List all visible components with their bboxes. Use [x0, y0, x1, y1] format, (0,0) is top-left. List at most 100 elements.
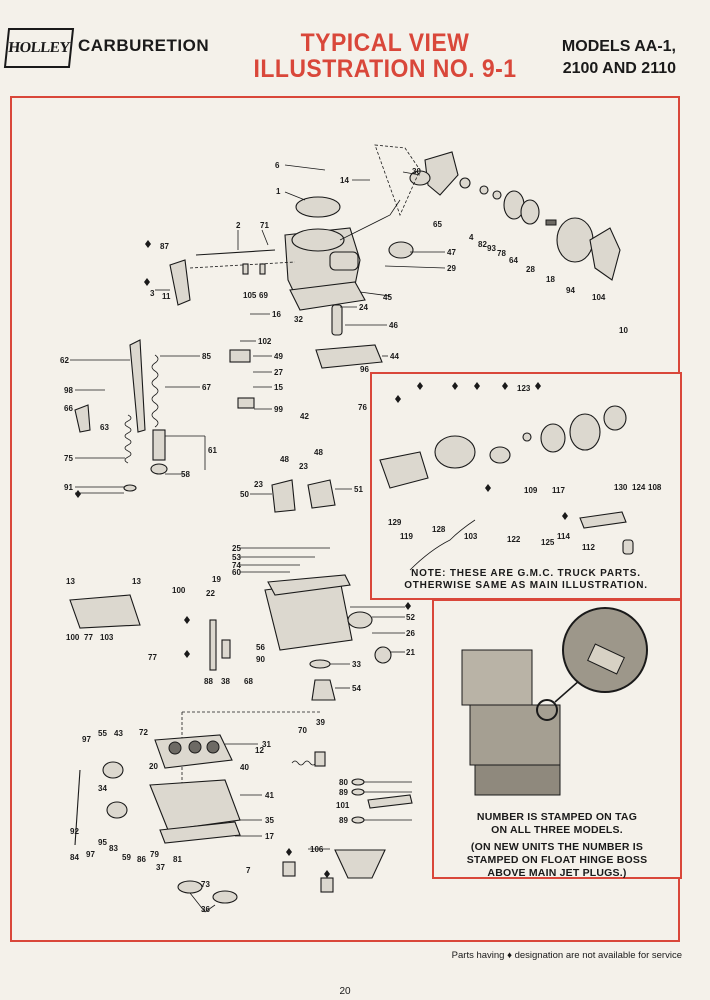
callout-91: 91	[64, 483, 73, 492]
callout-32: 32	[294, 315, 303, 324]
part-105	[242, 263, 249, 275]
title-line-2: ILLUSTRATION NO. 9-1	[253, 55, 517, 83]
part-106b	[320, 877, 334, 893]
body-dashed-guide	[181, 711, 320, 800]
callout-67: 67	[202, 383, 211, 392]
photo-caption: NUMBER IS STAMPED ON TAG ON ALL THREE MO…	[434, 811, 680, 880]
callout-89b: 89	[339, 816, 348, 825]
callout-117: 117	[552, 486, 565, 495]
callout-81: 81	[173, 855, 182, 864]
callout-17: 17	[265, 832, 274, 841]
callout-44: 44	[390, 352, 399, 361]
callout-86: 86	[137, 855, 146, 864]
part-91	[123, 484, 137, 492]
callout-33: 33	[352, 660, 361, 669]
throttle-rod-92	[74, 769, 81, 846]
main-body-group	[69, 574, 392, 800]
callout-6: 6	[275, 161, 280, 170]
choke-gasket-part	[459, 177, 471, 189]
callout-97b: 97	[86, 850, 95, 859]
callout-55: 55	[98, 729, 107, 738]
callout-69: 69	[259, 291, 268, 300]
lever-part-101	[367, 794, 413, 809]
callout-14: 14	[340, 176, 349, 185]
part-21	[374, 646, 392, 664]
callout-7: 7	[246, 866, 251, 875]
callout-50: 50	[240, 490, 249, 499]
choke-cover-part	[556, 217, 594, 263]
callout-94: 94	[566, 286, 575, 295]
callout-10: 10	[619, 326, 628, 335]
callout-128: 128	[432, 525, 446, 534]
gmc-note: NOTE: THESE ARE G.M.C. TRUCK PARTS. OTHE…	[372, 568, 680, 592]
callout-54: 54	[352, 684, 361, 693]
callout-34: 34	[98, 784, 107, 793]
callout-76: 76	[358, 403, 367, 412]
part-99	[237, 397, 255, 409]
photo-carb-base	[474, 764, 561, 796]
air-horn-base-part	[289, 281, 366, 311]
callout-74: 74	[232, 561, 241, 570]
callout-104: 104	[592, 293, 606, 302]
part-89b	[351, 816, 365, 824]
photo-carb-top	[461, 649, 533, 706]
callout-79: 79	[150, 850, 159, 859]
float-part-50	[271, 479, 296, 513]
callout-40: 40	[240, 763, 249, 772]
page-header: HOLLEY CARBURETION TYPICAL VIEW ILLUSTRA…	[0, 0, 710, 95]
callout-100b: 100	[172, 586, 186, 595]
cover-gasket-part	[589, 227, 621, 281]
body-top-part	[267, 574, 351, 596]
callout-4: 4	[469, 233, 474, 242]
section-label: CARBURETION	[78, 36, 210, 55]
gmc-parts-inset: NOTE: THESE ARE G.M.C. TRUCK PARTS. OTHE…	[370, 372, 682, 600]
caption-line-2: ON ALL THREE MODELS.	[491, 824, 623, 836]
gasket-hole-1	[168, 741, 182, 755]
callout-97a: 97	[82, 735, 91, 744]
caption-line-5: ABOVE MAIN JET PLUGS.)	[487, 867, 627, 879]
callout-52: 52	[406, 613, 415, 622]
not-serviceable-markers	[75, 240, 568, 878]
callout-80: 80	[339, 778, 348, 787]
page-title: TYPICAL VIEW ILLUSTRATION NO. 9-1	[242, 30, 527, 82]
gasket-hole-3	[206, 740, 220, 754]
pump-plunger-61	[152, 429, 166, 461]
spring-75	[124, 414, 132, 464]
gmc-part-123	[522, 432, 532, 442]
part-38	[221, 639, 231, 659]
callout-36: 36	[201, 905, 210, 914]
callout-124: 124	[632, 483, 646, 492]
callout-96: 96	[360, 365, 369, 374]
callout-19: 19	[212, 575, 221, 584]
gmc-part-109	[489, 446, 511, 464]
callout-100a: 100	[66, 633, 80, 642]
gmc-bracket-part	[379, 451, 429, 489]
caption-line-4: STAMPED ON FLOAT HINGE BOSS	[466, 854, 648, 866]
caption-line-1: NUMBER IS STAMPED ON TAG	[476, 811, 638, 823]
callout-123: 123	[517, 384, 531, 393]
spring-67	[151, 354, 159, 428]
callout-99: 99	[274, 405, 283, 414]
callout-84: 84	[70, 853, 79, 862]
callout-64: 64	[509, 256, 518, 265]
callout-25: 25	[232, 544, 241, 553]
callout-41: 41	[265, 791, 274, 800]
callout-29: 29	[447, 264, 456, 273]
callout-87: 87	[160, 242, 169, 251]
tag-location-circle	[536, 699, 558, 721]
choke-plate-part	[295, 196, 341, 218]
callout-108: 108	[648, 483, 662, 492]
number-tag	[587, 643, 625, 675]
service-footnote: Parts having ♦ designation are not avail…	[451, 950, 682, 961]
callout-42: 42	[300, 412, 309, 421]
diaphragm-106	[334, 849, 386, 879]
callout-61: 61	[208, 446, 217, 455]
callout-98: 98	[64, 386, 73, 395]
leader-lines	[70, 164, 446, 913]
callout-22: 22	[206, 589, 215, 598]
callout-73: 73	[201, 880, 210, 889]
callout-71: 71	[260, 221, 269, 230]
callout-112: 112	[582, 543, 595, 552]
callout-11: 11	[162, 292, 171, 301]
callout-56: 56	[256, 643, 265, 652]
